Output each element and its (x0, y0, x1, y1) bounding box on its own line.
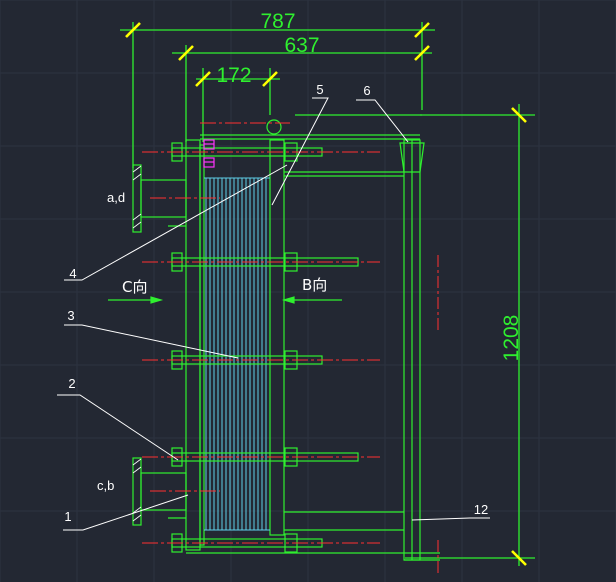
heat-exchanger-frame (185, 114, 440, 561)
plate-pack (204, 177, 270, 531)
callout-leaders (57, 97, 490, 531)
callout-5: 5 (316, 82, 323, 97)
port-label-upper: a,d (107, 190, 125, 205)
centerlines (142, 122, 439, 575)
flow-arrows (108, 296, 342, 304)
height-dimension: 1208 (500, 315, 523, 362)
frame-width-dimension: 637 (284, 34, 319, 57)
flow-label-left: C向 (122, 278, 147, 296)
flow-label-right: B向 (302, 276, 327, 294)
nozzles (132, 119, 282, 526)
callout-1: 1 (64, 509, 71, 524)
callout-3: 3 (67, 308, 74, 323)
overall-width-dimension: 787 (260, 10, 295, 33)
nozzle-flange-hatch (132, 165, 142, 522)
dimension-lines (120, 22, 535, 566)
dimension-ticks (125, 22, 527, 566)
port-label-lower: c,b (97, 478, 114, 493)
callout-6: 6 (363, 83, 370, 98)
bolt-detail-marks (203, 139, 215, 168)
callout-2: 2 (68, 376, 75, 391)
plate-pack-width-dimension: 172 (216, 64, 251, 87)
callout-4: 4 (69, 266, 76, 281)
callout-12: 12 (474, 502, 488, 517)
